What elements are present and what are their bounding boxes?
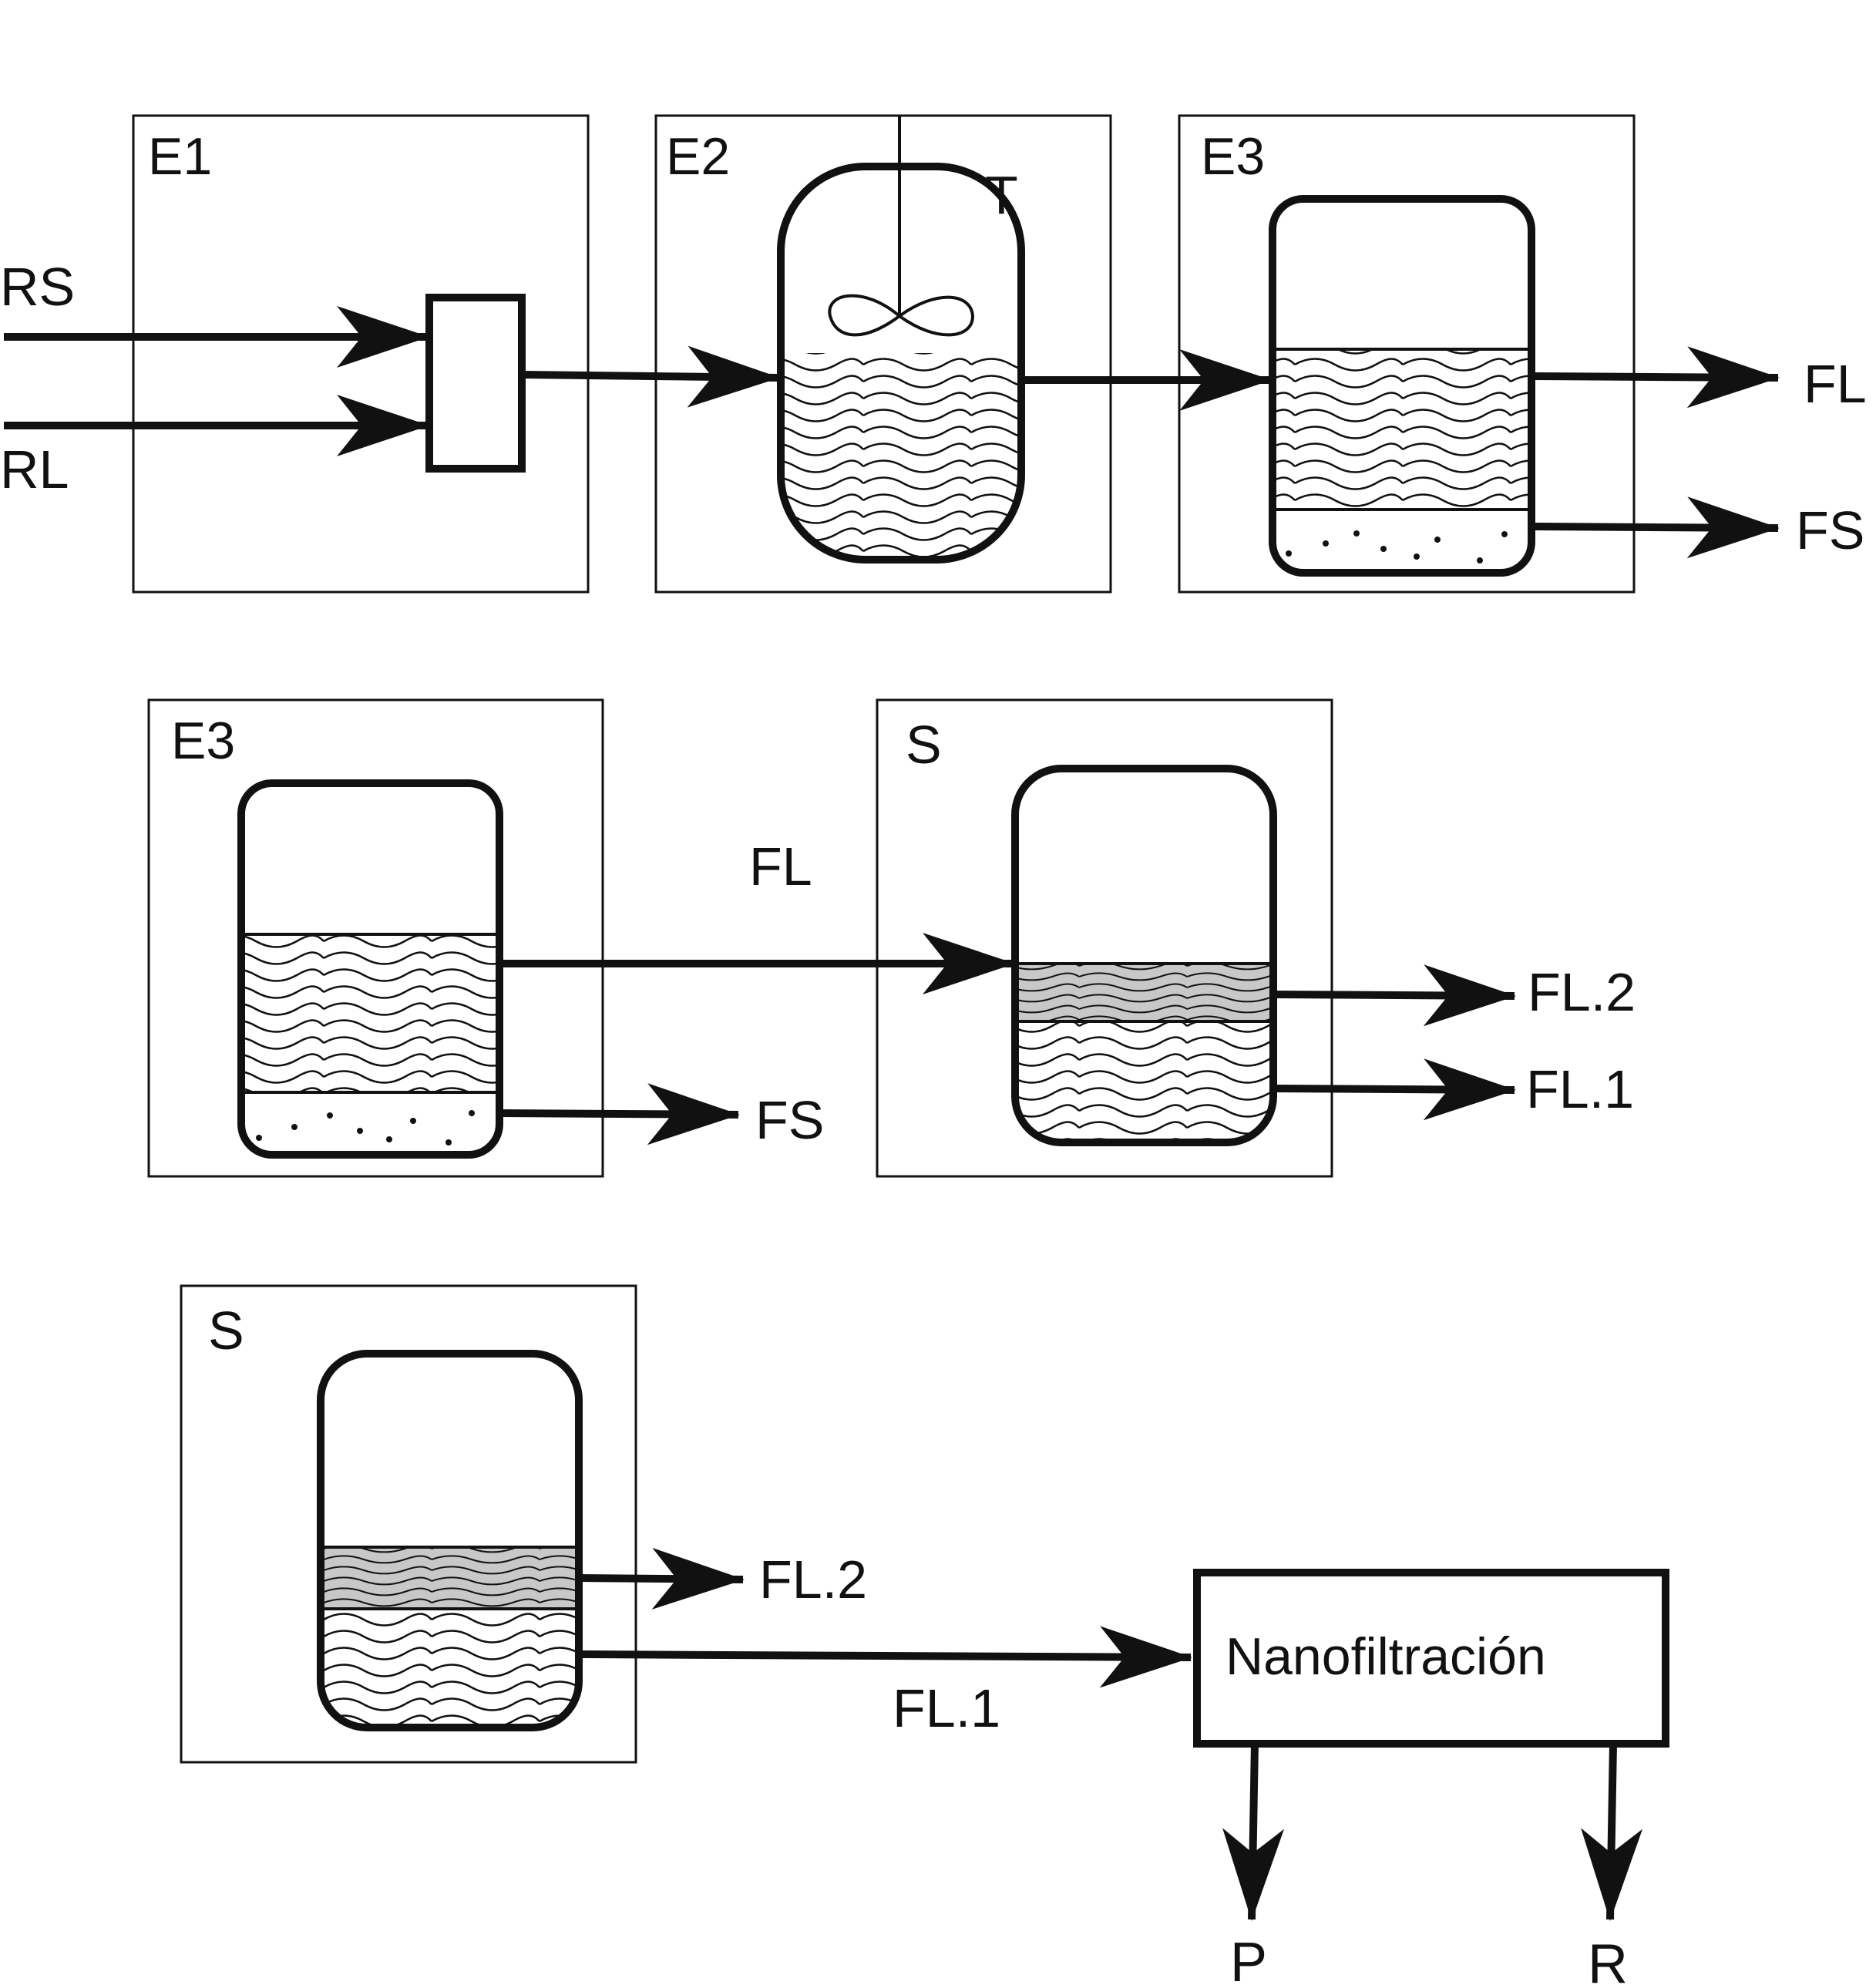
box-e1: E1 — [132, 114, 590, 594]
box-e3-middle: E3 — [147, 698, 604, 1178]
box-s-middle: S — [876, 698, 1333, 1178]
box-e2: E2 T — [654, 114, 1112, 594]
separator-vessel-middle — [1011, 765, 1277, 1146]
nanofiltration-unit: Nanofiltración — [1193, 1569, 1669, 1748]
frame-e1 — [132, 114, 590, 594]
label-rl: RL — [0, 439, 69, 500]
label-rs: RS — [0, 257, 75, 317]
e2-liquid — [781, 353, 1021, 560]
label-s-middle: S — [906, 715, 942, 775]
s-bot-heavy-phase — [321, 1609, 579, 1728]
label-fs-top: FS — [1796, 500, 1864, 560]
arrow-retentate — [1581, 1743, 1643, 1921]
label-e1: E1 — [148, 127, 212, 186]
label-p: P — [1230, 1932, 1267, 1985]
label-fs-middle: FS — [755, 1090, 824, 1150]
arrow-fl1-to-nano — [578, 1626, 1192, 1688]
label-fl-top: FL — [1804, 354, 1867, 414]
e3-mid-liquid — [241, 934, 499, 1092]
settler-vessel-middle — [237, 779, 503, 1159]
arrow-fl1-middle — [1273, 1058, 1516, 1121]
label-r: R — [1588, 1933, 1628, 1985]
label-fl2-middle: FL.2 — [1528, 962, 1636, 1022]
label-e3-top: E3 — [1201, 127, 1265, 186]
e3-mid-solid — [241, 1092, 499, 1155]
mixer-unit — [425, 294, 526, 473]
arrow-e1-e2 — [521, 345, 780, 408]
e3-mid-solid-dots — [256, 1110, 475, 1146]
s-mid-light-phase — [1015, 964, 1273, 1021]
e3-top-solid — [1273, 510, 1531, 573]
frame-e2 — [654, 114, 1112, 594]
settler-vessel-top — [1269, 195, 1535, 577]
label-fl2-bottom: FL.2 — [759, 1549, 867, 1610]
frame-s-middle — [876, 698, 1333, 1178]
s-mid-heavy-phase — [1015, 1021, 1273, 1142]
arrow-fl2-bottom — [578, 1547, 745, 1610]
arrow-fs-out — [1531, 496, 1780, 559]
label-e2: E2 — [666, 127, 730, 186]
box-s-bottom: S — [180, 1284, 637, 1764]
stirrer-icon — [828, 294, 975, 337]
e3-top-liquid — [1273, 349, 1531, 510]
separator-vessel-bottom — [317, 1350, 583, 1731]
label-fl1-middle: FL.1 — [1526, 1059, 1634, 1119]
e3-top-solid-dots — [1286, 530, 1508, 564]
label-fl-middle: FL — [749, 836, 812, 897]
nanofiltration-box — [1193, 1569, 1669, 1748]
label-e3-middle: E3 — [171, 712, 235, 770]
arrow-fs-middle — [499, 1083, 740, 1146]
label-fl1-bottom: FL.1 — [893, 1678, 1000, 1738]
arrow-fl2-middle — [1273, 964, 1516, 1027]
frame-s-bottom — [180, 1284, 637, 1764]
box-e3-top: E3 — [1178, 114, 1636, 594]
arrow-fl-out — [1531, 346, 1780, 409]
s-bot-light-phase — [321, 1547, 579, 1609]
arrow-permeate — [1222, 1743, 1285, 1921]
nanofiltration-label: Nanofiltración — [1225, 1627, 1546, 1686]
label-s-bottom: S — [208, 1300, 244, 1361]
frame-e3-middle — [147, 698, 604, 1178]
